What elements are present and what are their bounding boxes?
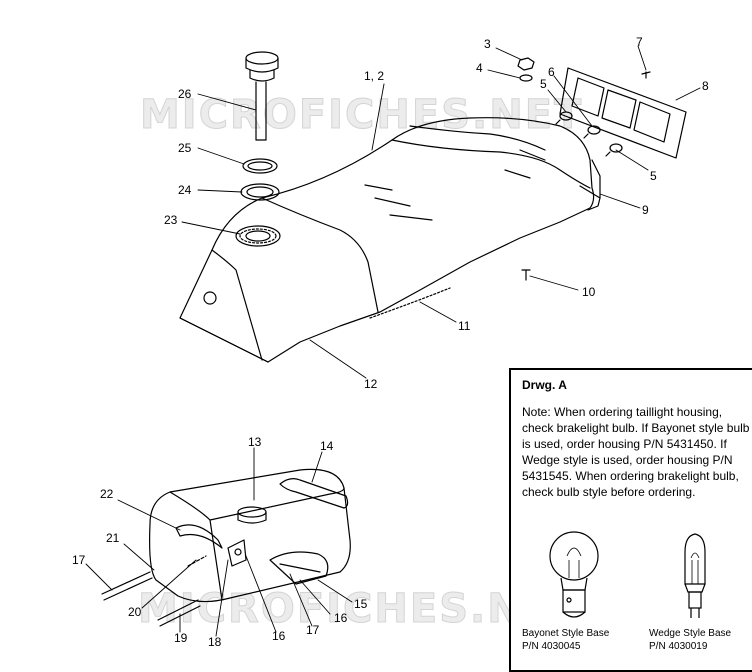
- callout-14: 14: [320, 439, 334, 453]
- taillight-lens: [559, 67, 687, 159]
- callout-17-left: 17: [72, 553, 86, 567]
- note-title: Drwg. A: [522, 378, 567, 392]
- callout-20: 20: [128, 605, 142, 619]
- wedge-part-number: P/N 4030019: [649, 641, 708, 652]
- callout-4: 4: [476, 61, 483, 75]
- callout-25: 25: [178, 141, 192, 155]
- callout-19: 19: [174, 631, 188, 645]
- ring-25: [242, 158, 278, 174]
- callout-24: 24: [178, 183, 192, 197]
- callout-17-right: 17: [306, 623, 320, 637]
- callout-26: 26: [178, 87, 192, 101]
- bulbs: [555, 111, 623, 157]
- rod-17: [101, 571, 153, 601]
- bayonet-bulb-icon: [549, 531, 599, 618]
- watermark-top: MICROFICHES.NET: [140, 92, 583, 138]
- callout-13: 13: [248, 435, 262, 449]
- callout-18: 18: [208, 635, 222, 649]
- callout-8: 8: [702, 79, 709, 93]
- screw-10: [521, 269, 531, 281]
- callout-1-2: 1, 2: [364, 69, 384, 83]
- callout-16-left: 16: [272, 629, 286, 643]
- leader-lines: [85, 45, 701, 637]
- callout-11: 11: [458, 319, 471, 333]
- callout-5-top: 5: [540, 77, 547, 91]
- wedge-bulb-icon: [684, 533, 706, 618]
- nut-3: [517, 57, 535, 71]
- wedge-label: Wedge Style Base: [649, 628, 732, 639]
- callout-21: 21: [106, 531, 120, 545]
- callout-16-right: 16: [334, 611, 348, 625]
- callout-23: 23: [164, 213, 178, 227]
- callout-3: 3: [484, 37, 491, 51]
- callout-10: 10: [582, 285, 596, 299]
- callout-12: 12: [364, 377, 378, 391]
- callout-7: 7: [636, 35, 643, 49]
- strap-14: [279, 478, 349, 509]
- fuel-cap-gauge: [245, 51, 279, 141]
- callout-9: 9: [642, 203, 649, 217]
- callout-5-right: 5: [650, 169, 657, 183]
- drawing-a-note-box: Drwg. A Note: When ordering taillight ho…: [509, 368, 752, 672]
- bayonet-label: Bayonet Style Base: [522, 628, 610, 639]
- screw-7: [641, 71, 651, 79]
- gasket-23: [239, 228, 277, 244]
- callout-15: 15: [354, 597, 368, 611]
- washer-4: [519, 74, 533, 82]
- watermark-bottom: MICROFICHES.NET: [138, 586, 581, 632]
- callout-22: 22: [100, 487, 114, 501]
- bayonet-part-number: P/N 4030045: [522, 641, 581, 652]
- fuel-tank: [149, 468, 351, 603]
- callout-6: 6: [548, 65, 555, 79]
- note-text: Note: When ordering taillight housing, c…: [522, 405, 750, 499]
